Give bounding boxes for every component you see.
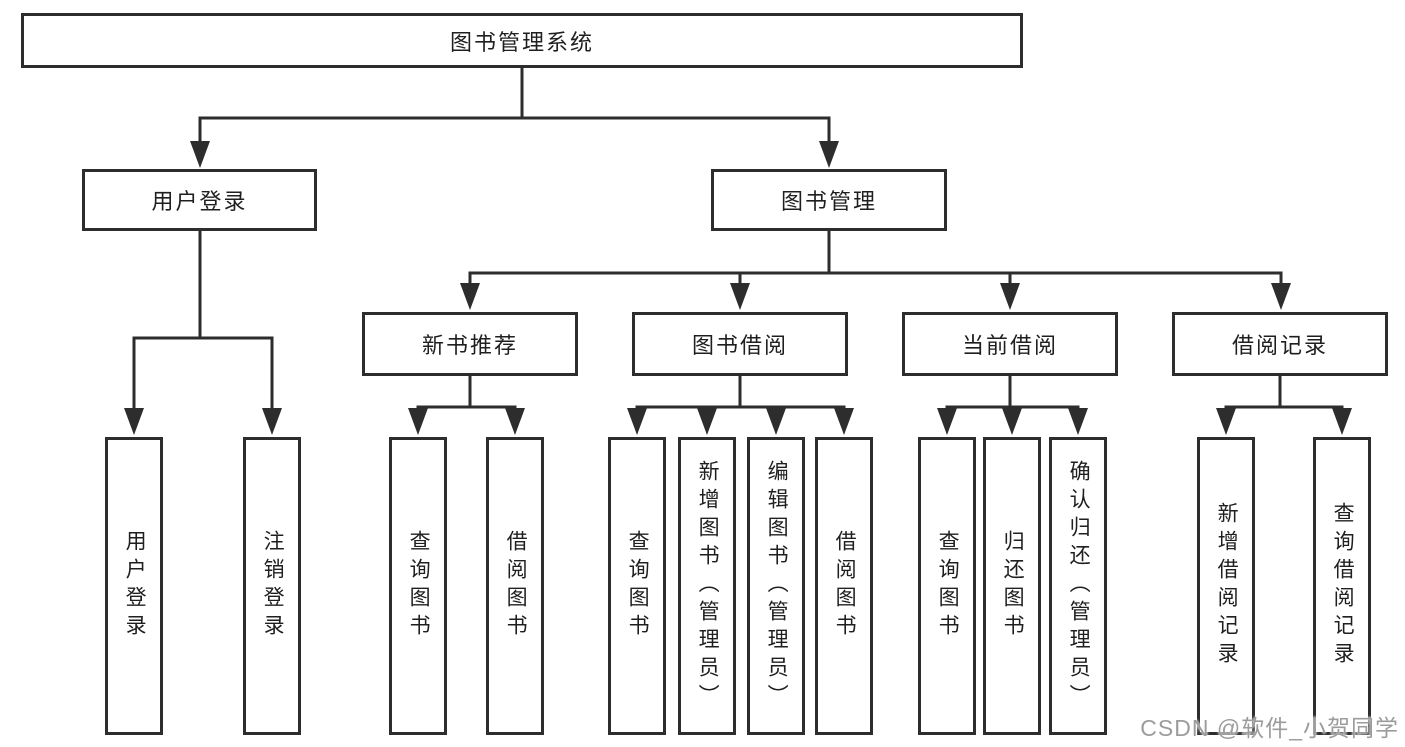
node-book-borrowing: 图书借阅 — [632, 312, 848, 376]
leaf-label: 查询图书 — [407, 530, 431, 642]
leaf-label: 注销登录 — [261, 530, 285, 642]
node-label: 借阅记录 — [1231, 333, 1328, 358]
leaf-records-query-record: 查询借阅记录 — [1313, 437, 1371, 735]
leaf-label: 借阅图书 — [504, 530, 528, 642]
leaf-label: 新增借阅记录 — [1215, 502, 1239, 670]
leaf-rec-query-books: 查询图书 — [389, 437, 447, 735]
node-new-book-recommend: 新书推荐 — [362, 312, 578, 376]
watermark: CSDN @软件_小贺同学 — [1140, 715, 1399, 741]
node-user-login: 用户登录 — [82, 169, 317, 231]
leaf-label: 用户登录 — [123, 530, 147, 642]
leaf-borrow-edit-books-admin: 编辑图书（管理员） — [747, 437, 805, 735]
node-book-management: 图书管理 — [711, 169, 947, 231]
leaf-current-return-books: 归还图书 — [983, 437, 1041, 735]
leaf-label: 查询图书 — [936, 530, 960, 642]
leaf-user-login: 用户登录 — [105, 437, 163, 735]
leaf-label: 借阅图书 — [833, 530, 857, 642]
leaf-label: 确认归还（管理员） — [1067, 460, 1091, 712]
leaf-label: 新增图书（管理员） — [696, 460, 720, 712]
leaf-current-query-books: 查询图书 — [918, 437, 976, 735]
node-current-borrowing: 当前借阅 — [902, 312, 1118, 376]
leaf-label: 查询图书 — [626, 530, 650, 642]
arrowhead-icons — [124, 141, 1352, 435]
node-label: 新书推荐 — [421, 333, 518, 358]
leaf-borrow-add-books-admin: 新增图书（管理员） — [678, 437, 736, 735]
node-label: 图书借阅 — [691, 333, 788, 358]
leaf-records-add-record: 新增借阅记录 — [1197, 437, 1255, 735]
leaf-borrow-borrow-books: 借阅图书 — [815, 437, 873, 735]
node-label: 图书管理系统 — [449, 29, 594, 55]
node-label: 当前借阅 — [961, 333, 1058, 358]
leaf-rec-borrow-books: 借阅图书 — [486, 437, 544, 735]
leaf-label: 查询借阅记录 — [1331, 502, 1355, 670]
leaf-borrow-query-books: 查询图书 — [608, 437, 666, 735]
node-label: 图书管理 — [780, 189, 877, 214]
leaf-current-confirm-return-admin: 确认归还（管理员） — [1049, 437, 1107, 735]
node-label: 用户登录 — [151, 189, 248, 214]
leaf-label: 编辑图书（管理员） — [765, 460, 789, 712]
node-library-system: 图书管理系统 — [21, 13, 1023, 68]
node-borrowing-records: 借阅记录 — [1172, 312, 1388, 376]
leaf-logout: 注销登录 — [243, 437, 301, 735]
leaf-label: 归还图书 — [1001, 530, 1025, 642]
